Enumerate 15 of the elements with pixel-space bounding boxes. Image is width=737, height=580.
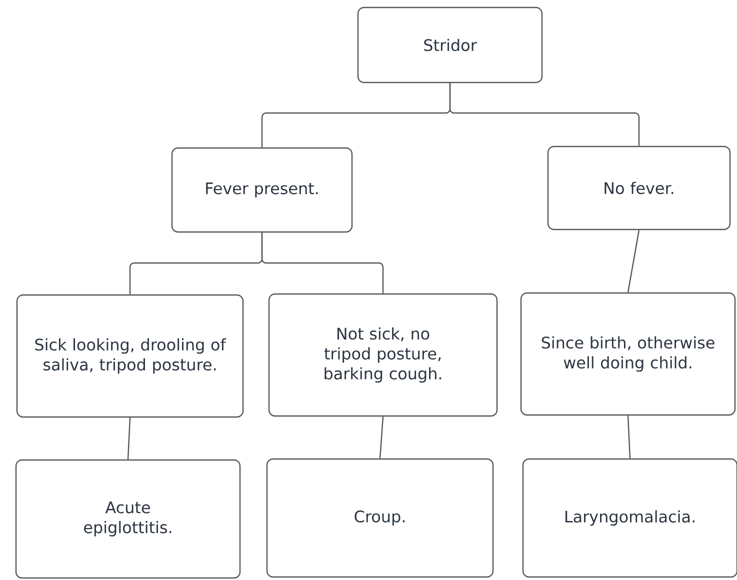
connector-line [261, 232, 384, 294]
decision-box: Croup. [266, 458, 494, 578]
decision-box: Stridor [357, 6, 543, 84]
connector-line [627, 230, 640, 292]
connector-line [127, 418, 131, 460]
connector-line [627, 416, 631, 458]
decision-box: Laryngomalacia. [522, 458, 737, 578]
decision-box: Acute epiglottitis. [15, 459, 241, 579]
decision-box: Not sick, no tripod posture, barking cough. [268, 293, 498, 417]
connector-line [449, 83, 640, 146]
decision-box: Sick looking, drooling of saliva, tripod posture. [16, 294, 244, 418]
connector-line [379, 416, 384, 458]
decision-box: Since birth, otherwise well doing child. [520, 292, 736, 416]
decision-box: Fever present. [171, 147, 353, 233]
decision-box: No fever. [547, 146, 731, 230]
